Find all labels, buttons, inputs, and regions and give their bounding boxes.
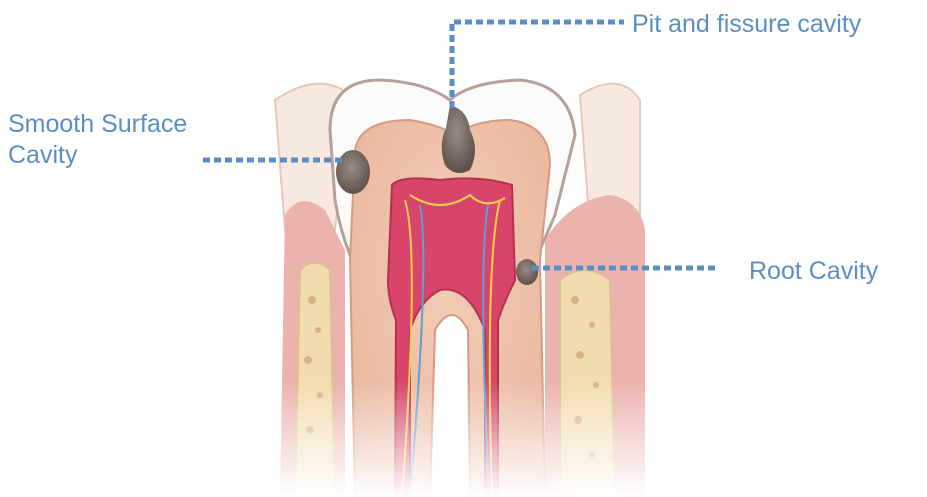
smooth-surface-label-line1: Smooth Surface xyxy=(8,109,187,140)
smooth-surface-decay xyxy=(336,150,370,194)
smooth-surface-cavity-label: Smooth Surface Cavity xyxy=(8,109,187,171)
smooth-surface-label-line2: Cavity xyxy=(8,140,187,171)
root-decay xyxy=(516,259,538,285)
root-cavity-label: Root Cavity xyxy=(749,256,878,287)
pit-and-fissure-cavity-label: Pit and fissure cavity xyxy=(632,9,861,40)
bottom-fade xyxy=(260,380,680,497)
